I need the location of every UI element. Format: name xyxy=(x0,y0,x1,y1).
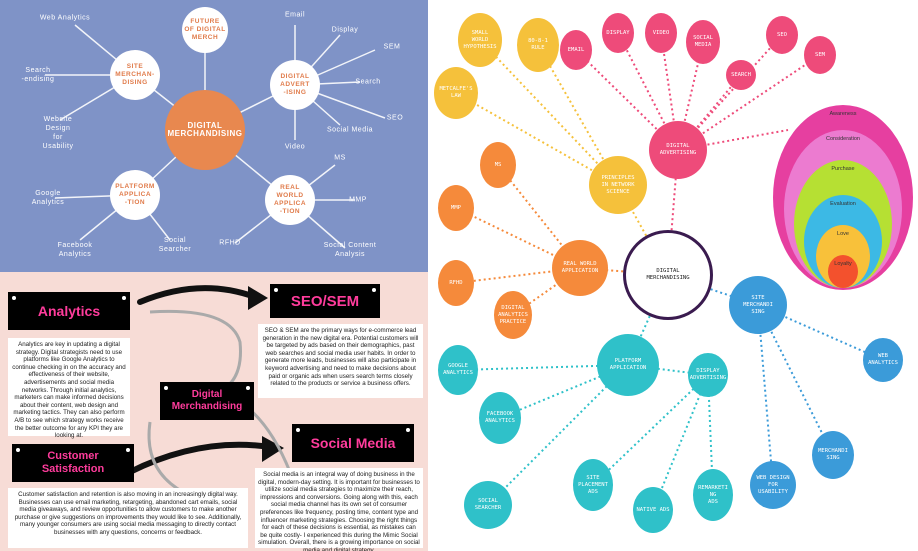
bubble-google-analytics: GOOGLE ANALYTICS xyxy=(438,345,478,395)
bubble-metcalfe: METCALFE'S LAW xyxy=(434,67,478,119)
leaf-rfhd: RFHD xyxy=(219,239,241,247)
bubble-mindmap-panel: Awareness Consideration Purchase Evaluat… xyxy=(428,0,918,551)
hub-platform: PLATFORM APPLICA -TION xyxy=(110,170,160,220)
bubble-80-8-1: 80-8-1 RULE xyxy=(517,18,559,72)
hub-advertising: DIGITAL ADVERT -ISING xyxy=(270,60,320,110)
hub-future: FUTURE OF DIGITAL MERCH xyxy=(182,7,228,53)
leaf-video: Video xyxy=(284,143,306,151)
leaf-web-analytics: Web Analytics xyxy=(39,14,91,22)
funnel-label-love: Love xyxy=(837,231,849,237)
funnel-label-purchase: Purchase xyxy=(831,166,855,172)
bubble-ms: MS xyxy=(480,142,516,188)
leaf-email: Email xyxy=(284,11,306,19)
bubble-digital-advertising: DIGITAL ADVERTISING xyxy=(649,121,707,179)
leaf-social-searcher: Social Searcher xyxy=(158,237,192,253)
center-bubble: DIGITAL MERCHANDISING xyxy=(623,230,713,320)
leaf-social-content: Social Content Analysis xyxy=(323,242,377,258)
bubble-web-design: WEB DESIGN FOR USABILITY xyxy=(750,461,796,509)
bubble-principles: PRINCIPLES IN NETWORK SCIENCE xyxy=(589,156,647,214)
bubble-rfhd: RFHD xyxy=(438,260,474,306)
bubble-seo: SEO xyxy=(766,16,798,54)
seo-sem-text: SEO & SEM are the primary ways for e-com… xyxy=(258,324,423,398)
funnel-label-awareness: Awareness xyxy=(829,111,857,117)
leaf-website-design: Website Design for Usability xyxy=(42,116,74,150)
bubble-search: SEARCH xyxy=(726,60,756,90)
center-node: DIGITAL MERCHANDISING xyxy=(165,90,245,170)
leaf-ms: MS xyxy=(334,154,346,162)
mindmap-panel-blue: DIGITAL MERCHANDISING FUTURE OF DIGITAL … xyxy=(0,0,428,272)
bubble-display-advertising: DISPLAY ADVERTISING xyxy=(688,353,728,397)
leaf-sem: SEM xyxy=(383,43,401,51)
funnel-label-loyalty: Loyalty xyxy=(834,261,852,267)
bubble-facebook-analytics: FACEBOOK ANALYTICS xyxy=(479,392,521,444)
bubble-merchandising: MERCHANDI SING xyxy=(812,431,854,479)
bubble-web-analytics: WEB ANALYTICS xyxy=(863,338,903,382)
social-media-label: Social Media xyxy=(292,424,414,462)
bubble-mmp: MMP xyxy=(438,185,474,231)
bubble-email: EMAIL xyxy=(560,30,592,70)
bubble-small-world: SMALL WORLD HYPOTHESIS xyxy=(458,13,502,67)
bubble-native-ads: NATIVE ADS xyxy=(633,487,673,533)
leaf-facebook-analytics: Facebook Analytics xyxy=(57,242,93,258)
bubble-site-placement: SITE PLACEMENT ADS xyxy=(573,459,613,511)
leaf-search-endising: Search -endising xyxy=(21,67,55,83)
leaf-social-media: Social Media xyxy=(326,126,374,134)
leaf-search: Search xyxy=(355,78,381,86)
bubble-social-searcher: SOCIAL SEARCHER xyxy=(464,481,512,529)
bubble-video: VIDEO xyxy=(645,13,677,53)
customer-label: Customer Satisfaction xyxy=(12,444,134,482)
bubble-real-world: REAL WORLD APPLICATION xyxy=(552,240,608,296)
poster-panel-pink: Analytics Analytics are key in updating … xyxy=(0,272,428,551)
bubble-social-media: SOCIAL MEDIA xyxy=(686,20,720,64)
bubble-display: DISPLAY xyxy=(602,13,634,53)
bubble-sem: SEM xyxy=(804,36,836,74)
analytics-label: Analytics xyxy=(8,292,130,330)
bubble-site-merchandising: SITE MERCHANDI SING xyxy=(729,276,787,334)
analytics-text: Analytics are key in updating a digital … xyxy=(8,338,130,439)
leaf-display: Display xyxy=(331,26,359,34)
funnel-label-consideration: Consideration xyxy=(826,136,860,142)
leaf-mmp: MMP xyxy=(349,196,367,204)
social-media-text: Social media is an integral way of doing… xyxy=(255,468,423,551)
bubble-digital-analytics: DIGITAL ANALYTICS PRACTICE xyxy=(494,291,532,339)
leaf-seo: SEO xyxy=(386,114,404,122)
hub-realworld: REAL WORLD APPLICA -TION xyxy=(265,175,315,225)
customer-text: Customer satisfaction and retention is a… xyxy=(8,488,248,548)
funnel-loyalty: Loyalty xyxy=(828,255,858,288)
leaf-google-analytics: Google Analytics xyxy=(31,190,65,206)
funnel-label-evaluation: Evaluation xyxy=(830,201,856,207)
bubble-remarketing: REMARKETI NG ADS xyxy=(693,469,733,521)
bubble-platform-application: PLATFORM APPLICATION xyxy=(597,334,659,396)
digital-merch-label: Digital Merchandising xyxy=(160,382,254,420)
hub-site: SITE MERCHAN- DISING xyxy=(110,50,160,100)
seo-sem-label: SEO/SEM xyxy=(270,284,380,318)
